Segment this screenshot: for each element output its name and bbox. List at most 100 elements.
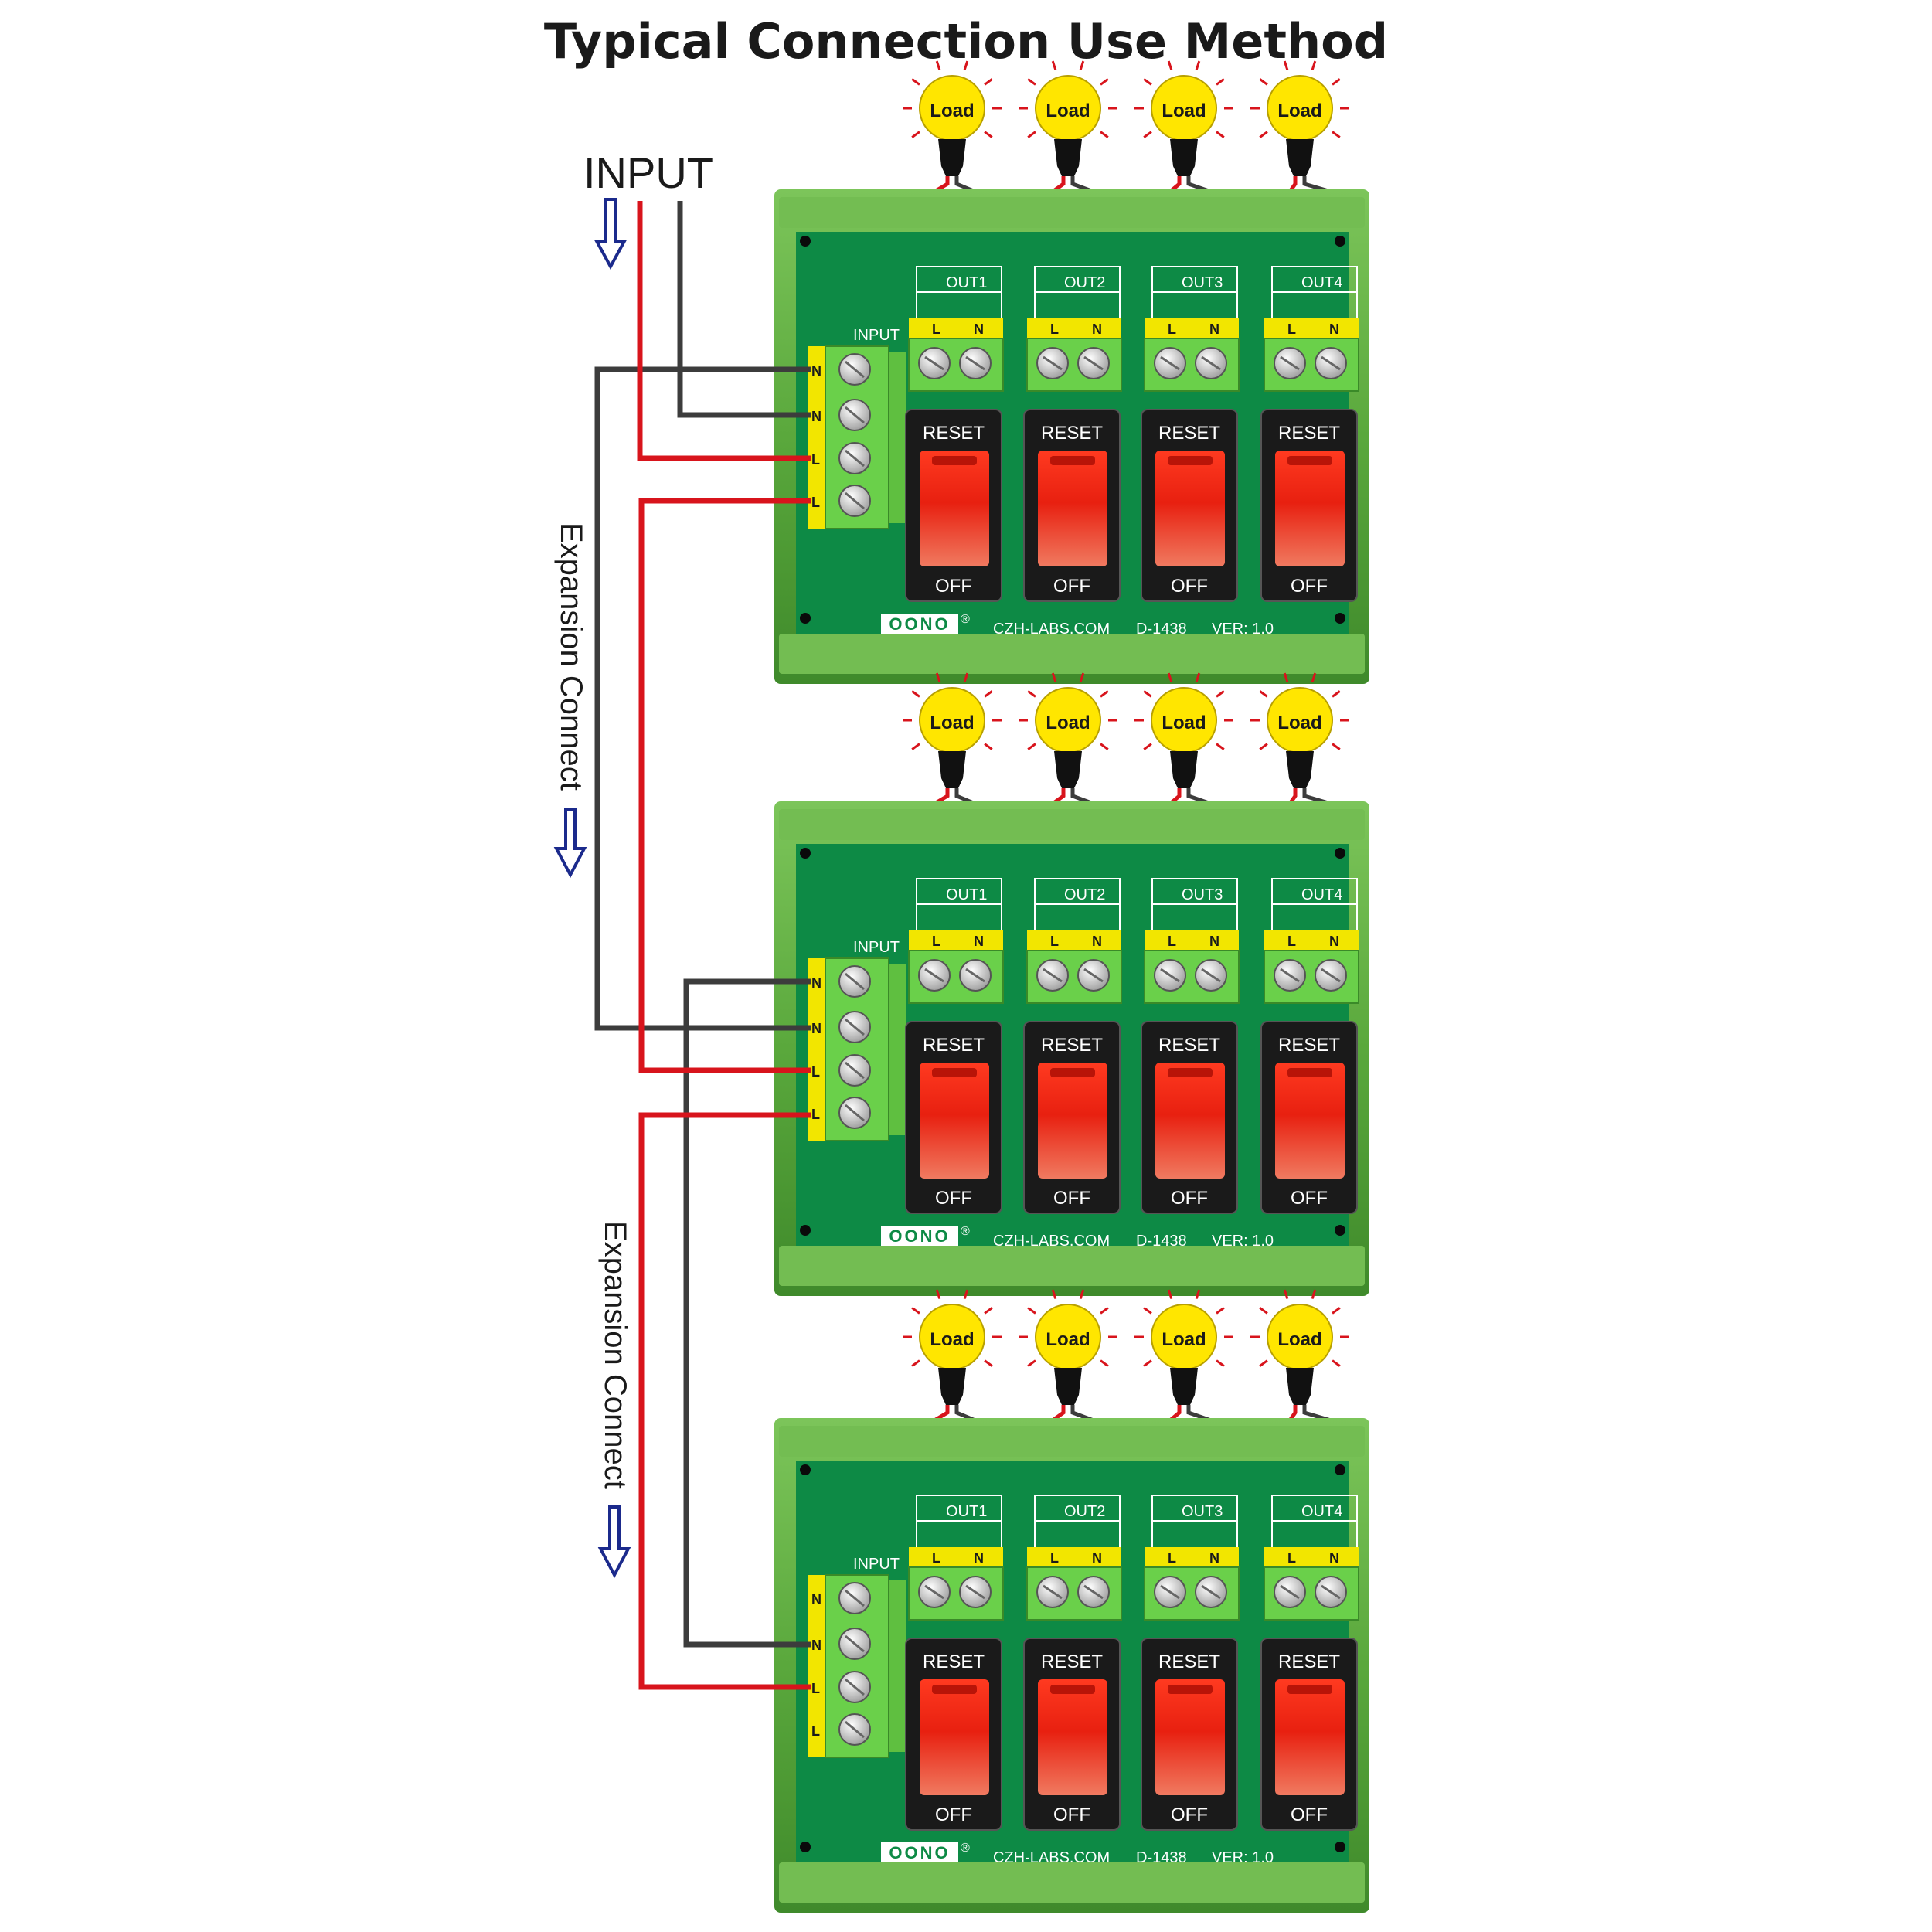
switch-reset-label: RESET bbox=[1041, 1651, 1103, 1672]
rocker-button[interactable] bbox=[1038, 1679, 1107, 1795]
website-text: CZH-LABS.COM bbox=[993, 1233, 1110, 1250]
switch-reset-label: RESET bbox=[1158, 423, 1220, 444]
load-lamp-icon: Load bbox=[903, 672, 1002, 788]
out-terminal-mark-l: L bbox=[1168, 934, 1176, 949]
out-terminal-mark-l: L bbox=[1050, 321, 1059, 337]
switch-reset-label: RESET bbox=[1278, 1035, 1340, 1056]
rocker-button[interactable] bbox=[1275, 1063, 1345, 1179]
website-text: CZH-LABS.COM bbox=[993, 1849, 1110, 1866]
switch-off-label: OFF bbox=[1291, 576, 1328, 597]
expansion-live-wire-2 bbox=[638, 1112, 811, 1690]
out-terminal-mark-l: L bbox=[1287, 1550, 1296, 1566]
rocker-switch[interactable]: RESET OFF bbox=[1023, 1638, 1121, 1831]
out-terminal-mark-n: N bbox=[1092, 1550, 1102, 1566]
rocker-switch[interactable]: RESET OFF bbox=[1023, 1021, 1121, 1214]
model-text: D-1438 bbox=[1136, 1849, 1187, 1866]
rocker-button[interactable] bbox=[1155, 1063, 1225, 1179]
rocker-button[interactable] bbox=[920, 1063, 989, 1179]
switch-reset-label: RESET bbox=[923, 1651, 985, 1672]
input-terminal-mark: L bbox=[811, 452, 820, 468]
output-label: OUT3 bbox=[1182, 274, 1223, 291]
load-lamp-icon: Load bbox=[1250, 60, 1349, 176]
expansion-arrow-icon-2 bbox=[597, 1505, 631, 1579]
out-terminal-mark-n: N bbox=[1329, 934, 1339, 949]
rocker-button[interactable] bbox=[1155, 1679, 1225, 1795]
out-terminal-mark-n: N bbox=[1329, 1550, 1339, 1566]
brand-mark: ® bbox=[961, 613, 970, 626]
version-text: VER: 1.0 bbox=[1212, 1849, 1274, 1866]
output-label: OUT1 bbox=[946, 1503, 987, 1520]
page-title: Typical Connection Use Method bbox=[544, 13, 1388, 70]
out-terminal-mark-l: L bbox=[932, 1550, 940, 1566]
rocker-button[interactable] bbox=[1155, 451, 1225, 566]
switch-reset-label: RESET bbox=[923, 1035, 985, 1056]
switch-reset-label: RESET bbox=[1041, 1035, 1103, 1056]
expansion-neutral-wire-2 bbox=[683, 978, 811, 1648]
input-terminal-mark: L bbox=[811, 1681, 820, 1696]
load-label: Load bbox=[1277, 1329, 1321, 1350]
load-label: Load bbox=[930, 713, 974, 733]
expansion-label-1: Expansion Connect bbox=[554, 522, 588, 791]
out-terminal-mark-n: N bbox=[1209, 934, 1219, 949]
model-text: D-1438 bbox=[1136, 1233, 1187, 1250]
input-terminal-mark: L bbox=[811, 1107, 820, 1122]
input-terminal-mark: L bbox=[811, 1064, 820, 1080]
input-terminal-mark: N bbox=[811, 363, 821, 379]
rocker-switch[interactable]: RESET OFF bbox=[1260, 1021, 1358, 1214]
out-terminal-mark-n: N bbox=[1209, 1550, 1219, 1566]
switch-off-label: OFF bbox=[1053, 1188, 1090, 1209]
switch-off-label: OFF bbox=[1291, 1188, 1328, 1209]
expansion-live-wire-1 bbox=[638, 498, 811, 1073]
output-label: OUT2 bbox=[1064, 274, 1105, 291]
version-text: VER: 1.0 bbox=[1212, 1233, 1274, 1250]
brand-logo: OONO bbox=[889, 614, 950, 634]
output-label: OUT4 bbox=[1301, 886, 1342, 903]
rocker-button[interactable] bbox=[1038, 1063, 1107, 1179]
rocker-switch[interactable]: RESET OFF bbox=[905, 1021, 1002, 1214]
load-label: Load bbox=[1046, 1329, 1090, 1350]
brand-mark: ® bbox=[961, 1225, 970, 1238]
output-label: OUT3 bbox=[1182, 886, 1223, 903]
website-text: CZH-LABS.COM bbox=[993, 621, 1110, 638]
rocker-button[interactable] bbox=[1275, 1679, 1345, 1795]
load-label: Load bbox=[1046, 100, 1090, 121]
load-lamp-icon: Load bbox=[1134, 60, 1233, 176]
switch-off-label: OFF bbox=[935, 1188, 972, 1209]
switch-reset-label: RESET bbox=[1158, 1035, 1220, 1056]
version-text: VER: 1.0 bbox=[1212, 621, 1274, 638]
load-lamp-icon: Load bbox=[903, 1289, 1002, 1405]
switch-reset-label: RESET bbox=[1278, 1651, 1340, 1672]
brand-logo: OONO bbox=[889, 1843, 950, 1862]
out-terminal-mark-l: L bbox=[1050, 934, 1059, 949]
load-lamp-icon: Load bbox=[1250, 672, 1349, 788]
switch-reset-label: RESET bbox=[1158, 1651, 1220, 1672]
rocker-button[interactable] bbox=[1038, 451, 1107, 566]
rocker-button[interactable] bbox=[920, 1679, 989, 1795]
load-label: Load bbox=[1277, 713, 1321, 733]
switch-off-label: OFF bbox=[1053, 1804, 1090, 1825]
input-label: INPUT bbox=[583, 148, 713, 197]
rocker-button[interactable] bbox=[920, 451, 989, 566]
out-terminal-mark-n: N bbox=[1092, 934, 1102, 949]
rocker-button[interactable] bbox=[1275, 451, 1345, 566]
output-label: OUT2 bbox=[1064, 886, 1105, 903]
expansion-neutral-wire-1 bbox=[594, 366, 811, 1031]
